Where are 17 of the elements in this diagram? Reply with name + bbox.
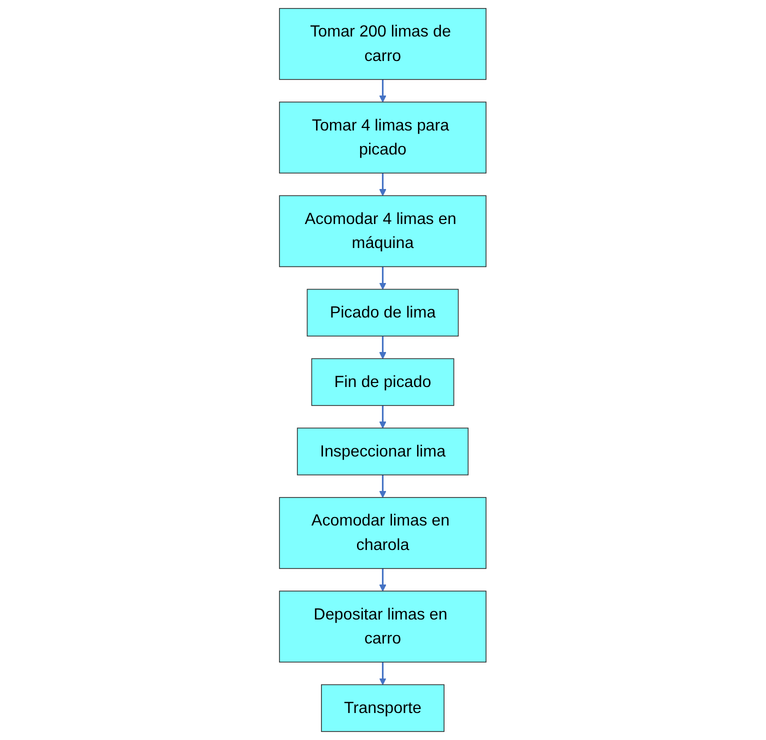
arrow — [379, 79, 387, 102]
arrow — [379, 662, 387, 686]
arrow — [379, 173, 387, 196]
arrow — [379, 266, 387, 290]
arrow — [379, 406, 387, 428]
node-box: Acomodar 4 limas en máquina — [279, 195, 487, 268]
node-box: Picado de lima — [307, 288, 459, 336]
arrow — [379, 474, 387, 498]
node-box: Acomodar limas en charola — [279, 497, 487, 569]
node-box: Depositar limas en carro — [279, 590, 487, 663]
node-box: Inspeccionar lima — [297, 428, 469, 476]
node-box: Tomar 200 limas de carro — [279, 8, 487, 80]
node-box: Tomar 4 limas para picado — [279, 102, 487, 174]
arrow — [379, 336, 387, 360]
arrow — [379, 568, 387, 592]
node-box: Fin de picado — [312, 358, 454, 406]
node-box: Transporte — [321, 684, 445, 732]
